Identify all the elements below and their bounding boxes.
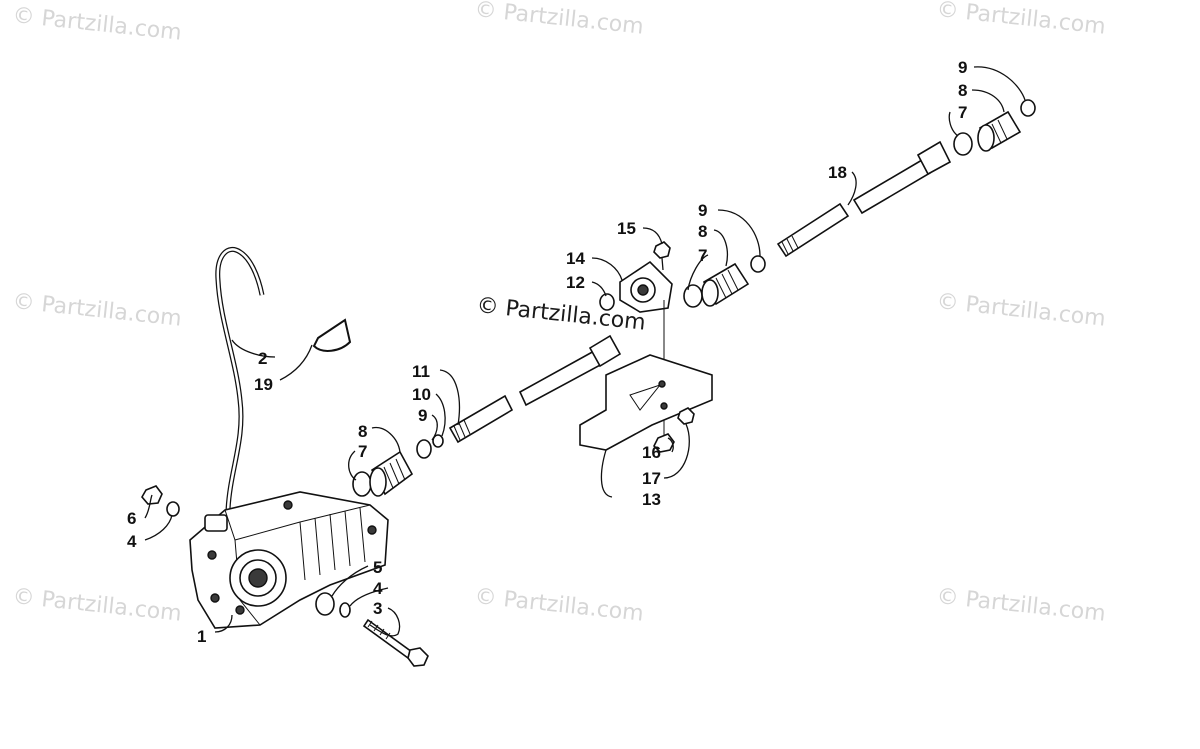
callout-7-middle[interactable]: 7 bbox=[698, 246, 707, 265]
boot-clamp-9-front bbox=[416, 439, 432, 459]
callout-8-middle[interactable]: 8 bbox=[698, 222, 707, 241]
watermark: © Partzilla.com bbox=[11, 584, 182, 627]
spacer-5 bbox=[315, 592, 335, 616]
callout-3[interactable]: 3 bbox=[373, 599, 382, 618]
callout-13[interactable]: 13 bbox=[642, 490, 661, 509]
vent-hose-inner bbox=[216, 248, 264, 511]
callout-9-front[interactable]: 9 bbox=[418, 406, 427, 425]
snap-ring-12 bbox=[599, 293, 615, 311]
callout-labels: 1 2 19 3 4 5 6 4 8 7 9 10 11 12 14 15 16… bbox=[127, 58, 967, 646]
callout-9-middle[interactable]: 9 bbox=[698, 201, 707, 220]
callout-5[interactable]: 5 bbox=[373, 558, 382, 577]
watermark: © Partzilla.com bbox=[935, 289, 1106, 332]
callout-18[interactable]: 18 bbox=[828, 163, 847, 182]
hose-clip bbox=[312, 318, 352, 352]
callout-8-front[interactable]: 8 bbox=[358, 422, 367, 441]
callout-11[interactable]: 11 bbox=[412, 362, 430, 381]
watermark: © Partzilla.com bbox=[11, 289, 182, 332]
cv-boot-8-front bbox=[369, 450, 414, 497]
watermark: © Partzilla.com bbox=[935, 584, 1106, 627]
carrier-bearing-14 bbox=[619, 260, 673, 313]
callout-8-rear[interactable]: 8 bbox=[958, 81, 967, 100]
boot-clamp-9-middle bbox=[750, 255, 766, 273]
mounting-bracket-13 bbox=[579, 354, 713, 451]
callout-9-rear[interactable]: 9 bbox=[958, 58, 967, 77]
watermark: © Partzilla.com bbox=[935, 0, 1106, 40]
boot-clamp-7-front bbox=[352, 471, 372, 497]
watermark: © Partzilla.com bbox=[473, 584, 644, 627]
cv-boot-8-middle bbox=[701, 262, 750, 307]
washer-4-upper bbox=[166, 501, 180, 517]
callout-7-rear[interactable]: 7 bbox=[958, 103, 967, 122]
watermark: © Partzilla.com bbox=[473, 0, 644, 40]
front-differential bbox=[189, 491, 389, 629]
watermark: © Partzilla.com bbox=[11, 3, 182, 46]
callout-4-lower[interactable]: 4 bbox=[373, 579, 383, 598]
bolt-17 bbox=[677, 407, 695, 425]
cv-boot-8-rear bbox=[977, 110, 1022, 152]
callout-7-front[interactable]: 7 bbox=[358, 442, 367, 461]
rear-drive-shaft-18 bbox=[776, 140, 952, 258]
callout-17[interactable]: 17 bbox=[642, 469, 661, 488]
callout-10[interactable]: 10 bbox=[412, 385, 431, 404]
leader-lines bbox=[144, 66, 1026, 637]
callout-14[interactable]: 14 bbox=[566, 249, 585, 268]
callout-16[interactable]: 16 bbox=[642, 443, 661, 462]
callout-4-upper[interactable]: 4 bbox=[127, 532, 137, 551]
callout-19[interactable]: 19 bbox=[254, 375, 273, 394]
bolt-15 bbox=[653, 241, 671, 271]
washer-4-lower bbox=[339, 602, 351, 618]
callout-15[interactable]: 15 bbox=[617, 219, 636, 238]
boot-clamp-7-rear bbox=[953, 132, 973, 156]
callout-12[interactable]: 12 bbox=[566, 273, 585, 292]
snap-ring-10 bbox=[432, 434, 444, 448]
front-drive-shaft-11 bbox=[448, 334, 622, 444]
boot-clamp-7-middle bbox=[683, 284, 703, 308]
callout-6[interactable]: 6 bbox=[127, 509, 136, 528]
boot-clamp-9-rear bbox=[1020, 99, 1036, 117]
callout-2[interactable]: 2 bbox=[258, 349, 267, 368]
callout-1[interactable]: 1 bbox=[197, 627, 206, 646]
